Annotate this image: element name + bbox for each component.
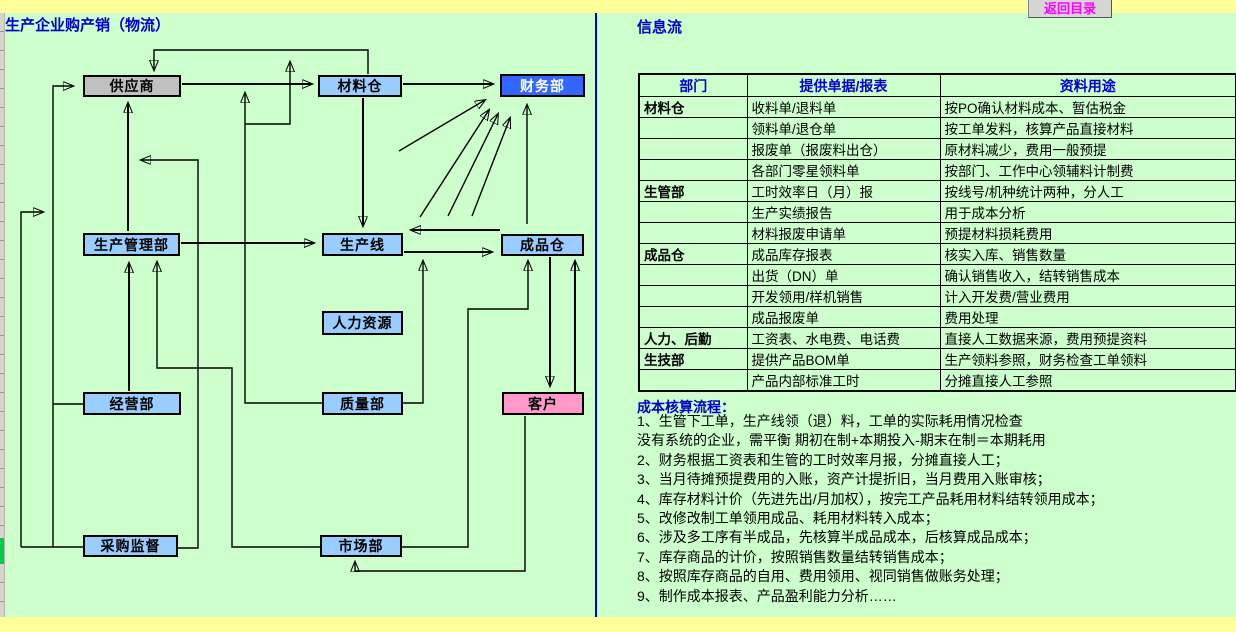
cell-document: 产品内部标准工时: [746, 369, 941, 392]
cell-usage: 计入开发费/营业费用: [939, 285, 1236, 307]
cell-document: 成品库存报表: [746, 243, 941, 265]
table-row: 成品仓成品库存报表核实入库、销售数量: [638, 243, 1236, 265]
flow-node-supplier: 供应商: [83, 75, 181, 97]
row-header-strip: [0, 13, 5, 617]
cell-department: 材料仓: [638, 96, 748, 118]
table-row: 各部门零星领料单按部门、工作中心领辅料计制费: [638, 159, 1236, 181]
top-bar: [0, 0, 1236, 13]
cell-document: 收料单/退料单: [746, 96, 941, 118]
table-row: 生技部提供产品BOM单生产领料参照，财务检查工单领料: [638, 348, 1236, 370]
cost-process-line: 2、财务根据工资表和生管的工时效率月报，分摊直接人工；: [637, 451, 1009, 468]
table-row: 出货（DN）单确认销售收入，结转销售成本: [638, 264, 1236, 286]
cell-document: 开发领用/样机销售: [746, 285, 941, 307]
flow-node-marketing-dept: 市场部: [320, 535, 402, 557]
cell-usage: 按线号/机种统计两种，分人工: [939, 180, 1236, 202]
cell-usage: 用于成本分析: [939, 201, 1236, 223]
cost-process-line: 3、当月待摊预提费用的入账，资产计提折旧，当月费用入账审核；: [637, 471, 1051, 488]
info-flow-title: 信息流: [637, 19, 683, 36]
cost-process-title: 成本核算流程：: [637, 399, 735, 415]
cost-process-lines: 1、生管下工单，生产线领（退）料，工单的实际耗用情况检查没有系统的企业，需平衡 …: [637, 412, 1104, 606]
info-flow-table: 部门 提供单据/报表 资料用途 材料仓收料单/退料单按PO确认材料成本、暂估税金…: [638, 73, 1236, 392]
table-row: 报废单（报废料出仓）原材料减少，费用一般预提: [638, 138, 1236, 160]
cell-department: [638, 138, 748, 160]
cell-department: [638, 222, 748, 244]
cell-department: [638, 264, 748, 286]
cell-department: [638, 117, 748, 139]
panel-divider: [595, 13, 597, 617]
table-row: 生管部工时效率日（月）报按线号/机种统计两种，分人工: [638, 180, 1236, 202]
flow-node-purchasing-supervision: 采购监督: [83, 535, 178, 557]
cell-department: 人力、后勤: [638, 327, 748, 349]
cost-process-line: 8、按照库存商品的自用、费用领用、视同销售做账务处理；: [637, 568, 1009, 585]
flow-node-customer: 客户: [502, 392, 584, 415]
cell-document: 出货（DN）单: [746, 264, 941, 286]
cell-usage: 原材料减少，费用一般预提: [939, 138, 1236, 160]
cell-usage: 按工单发料，核算产品直接材料: [939, 117, 1236, 139]
flow-node-production-mgmt-dept: 生产管理部: [83, 233, 180, 256]
flow-node-quality-dept: 质量部: [322, 392, 403, 415]
flow-diagram-title: 生产企业购产销（物流）: [5, 17, 171, 34]
flow-node-material-warehouse: 材料仓: [318, 75, 402, 97]
bottom-bar: [0, 617, 1236, 632]
cell-document: 提供产品BOM单: [746, 348, 941, 370]
cell-usage: 确认销售收入，结转销售成本: [939, 264, 1236, 286]
flow-node-production-line: 生产线: [322, 233, 403, 256]
flow-node-human-resources: 人力资源: [322, 311, 403, 335]
table-row: 生产实绩报告用于成本分析: [638, 201, 1236, 223]
column-header-usage: 资料用途: [939, 73, 1236, 97]
cost-process-line: 1、生管下工单，生产线领（退）料，工单的实际耗用情况检查: [637, 413, 1023, 429]
table-row: 人力、后勤工资表、水电费、电话费直接人工数据来源，费用预提资料: [638, 327, 1236, 349]
green-row-marker: [0, 538, 4, 564]
flow-node-finished-goods-warehouse: 成品仓: [501, 234, 584, 256]
cell-department: [638, 201, 748, 223]
cell-usage: 直接人工数据来源，费用预提资料: [939, 327, 1236, 349]
table-row: 开发领用/样机销售计入开发费/营业费用: [638, 285, 1236, 307]
cell-department: [638, 285, 748, 307]
cell-document: 领料单/退仓单: [746, 117, 941, 139]
cell-document: 生产实绩报告: [746, 201, 941, 223]
table-row: 领料单/退仓单按工单发料，核算产品直接材料: [638, 117, 1236, 139]
cell-department: [638, 369, 748, 392]
cell-department: 生技部: [638, 348, 748, 370]
cell-usage: 核实入库、销售数量: [939, 243, 1236, 265]
cell-usage: 预提材料损耗费用: [939, 222, 1236, 244]
cell-document: 报废单（报废料出仓）: [746, 138, 941, 160]
column-header-documents: 提供单据/报表: [746, 73, 941, 97]
table-row: 材料报废申请单预提材料损耗费用: [638, 222, 1236, 244]
column-header-department: 部门: [638, 73, 748, 97]
cell-document: 工时效率日（月）报: [746, 180, 941, 202]
cell-usage: 按PO确认材料成本、暂估税金: [939, 96, 1236, 118]
table-header-row: 部门 提供单据/报表 资料用途: [638, 73, 1236, 97]
cost-process-line: 7、库存商品的计价，按照销售数量结转销售成本；: [637, 548, 953, 565]
cost-process-line: 6、涉及多工序有半成品，先核算半成品成本，后核算成品成本；: [637, 529, 1037, 546]
cost-process-line: 5、改修改制工单领用成品、耗用材料转入成本；: [637, 510, 939, 527]
cell-department: [638, 159, 748, 181]
cell-department: 生管部: [638, 180, 748, 202]
cell-department: 成品仓: [638, 243, 748, 265]
flow-arrows: [20, 49, 575, 571]
table-row: 成品报废单费用处理: [638, 306, 1236, 328]
cell-usage: 生产领料参照，财务检查工单领料: [939, 348, 1236, 370]
cell-document: 成品报废单: [746, 306, 941, 328]
cost-process-line: 4、库存材料计价（先进先出/月加权），按完工产品耗用材料结转领用成本；: [637, 490, 1104, 507]
cell-document: 各部门零星领料单: [746, 159, 941, 181]
cost-process-line: 没有系统的企业，需平衡 期初在制+本期投入-期末在制＝本期耗用: [637, 432, 1046, 449]
cell-document: 工资表、水电费、电话费: [746, 327, 941, 349]
cost-process-line: 9、制作成本报表、产品盈利能力分析……: [637, 587, 897, 604]
table-row: 材料仓收料单/退料单按PO确认材料成本、暂估税金: [638, 96, 1236, 118]
table-row: 产品内部标准工时分摊直接人工参照: [638, 369, 1236, 392]
flow-node-business-dept: 经营部: [83, 392, 181, 415]
back-to-index-button[interactable]: 返回目录: [1028, 0, 1112, 18]
flow-arrows-layer: [20, 49, 620, 632]
cell-department: [638, 306, 748, 328]
cell-usage: 按部门、工作中心领辅料计制费: [939, 159, 1236, 181]
info-table-body: 材料仓收料单/退料单按PO确认材料成本、暂估税金领料单/退仓单按工单发料，核算产…: [638, 96, 1236, 392]
cell-usage: 费用处理: [939, 306, 1236, 328]
flow-node-finance-dept: 财务部: [500, 74, 585, 97]
cell-usage: 分摊直接人工参照: [939, 369, 1236, 392]
cell-document: 材料报废申请单: [746, 222, 941, 244]
